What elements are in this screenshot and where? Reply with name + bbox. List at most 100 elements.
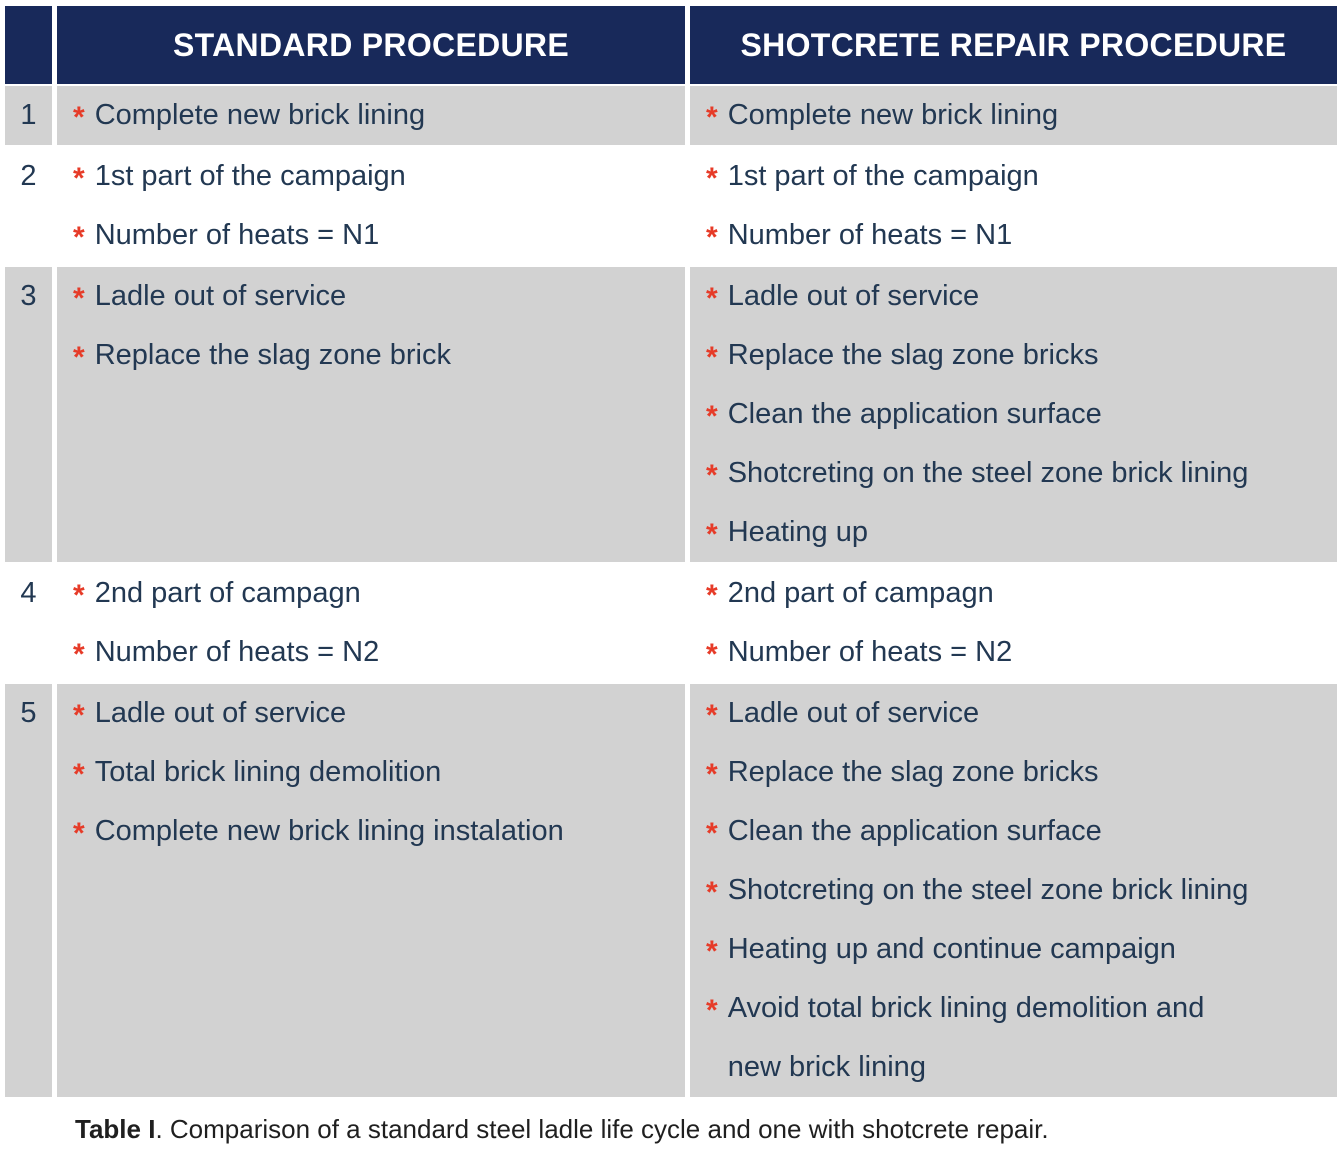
bullet-asterisk: * xyxy=(73,221,85,254)
row-2-standard-cell: * 1st part of the campaign * Number of hea… xyxy=(57,147,685,265)
bullet-asterisk: * xyxy=(706,638,718,671)
bullet-item: * Replace the slag zone bricks xyxy=(706,743,1337,802)
bullet-item: * Number of heats = N2 xyxy=(706,623,1337,682)
bullet-item: * Clean the application surface xyxy=(706,385,1337,444)
bullet-asterisk: * xyxy=(73,101,85,134)
bullet-asterisk: * xyxy=(73,341,85,374)
bullet-asterisk: * xyxy=(706,459,718,492)
bullet-text: 2nd part of campagn xyxy=(94,577,361,609)
bullet-asterisk: * xyxy=(73,579,85,612)
bullet-asterisk: * xyxy=(706,935,718,968)
bullet-text: Avoid total brick lining demolition and … xyxy=(727,992,1205,1083)
bullet-text: Number of heats = N1 xyxy=(727,219,1013,251)
row-3-shotcrete-cell: * Ladle out of service * Replace the slag … xyxy=(690,267,1337,562)
bullet-item: * Heating up and continue campaign xyxy=(706,920,1337,979)
row-4-number: 4 xyxy=(5,564,52,682)
row-3-number: 3 xyxy=(5,267,52,562)
bullet-text: Clean the application surface xyxy=(727,815,1102,847)
bullet-text: Ladle out of service xyxy=(727,280,980,312)
bullet-item: * Number of heats = N1 xyxy=(706,206,1337,265)
bullet-asterisk: * xyxy=(706,699,718,732)
row-5-shotcrete-cell: * Ladle out of service * Replace the slag … xyxy=(690,684,1337,1097)
bullet-asterisk: * xyxy=(73,638,85,671)
bullet-text: Complete new brick lining xyxy=(727,99,1059,131)
bullet-item: * Heating up xyxy=(706,503,1337,562)
bullet-text: Heating up and continue campaign xyxy=(727,933,1176,965)
row-2-shotcrete-cell: * 1st part of the campaign * Number of hea… xyxy=(690,147,1337,265)
bullet-text: Heating up xyxy=(727,516,868,548)
row-1-shotcrete-cell: * Complete new brick lining xyxy=(690,86,1337,145)
bullet-item: * Ladle out of service xyxy=(73,684,685,743)
bullet-item: * 2nd part of campagn xyxy=(73,564,685,623)
bullet-item: * Complete new brick lining xyxy=(706,86,1337,145)
bullet-asterisk: * xyxy=(706,341,718,374)
bullet-text: 1st part of the campaign xyxy=(727,160,1039,192)
bullet-item: * Ladle out of service xyxy=(706,267,1337,326)
bullet-asterisk: * xyxy=(706,758,718,791)
bullet-asterisk: * xyxy=(706,817,718,850)
row-5-number: 5 xyxy=(5,684,52,1097)
bullet-asterisk: * xyxy=(706,282,718,315)
bullet-item: * Replace the slag zone bricks xyxy=(706,326,1337,385)
bullet-text: Replace the slag zone bricks xyxy=(727,339,1099,371)
bullet-item: * Number of heats = N1 xyxy=(73,206,685,265)
bullet-item: * Ladle out of service xyxy=(706,684,1337,743)
bullet-item: * 1st part of the campaign xyxy=(706,147,1337,206)
bullet-text: Total brick lining demolition xyxy=(94,756,442,788)
bullet-asterisk: * xyxy=(706,221,718,254)
bullet-item: * Ladle out of service xyxy=(73,267,685,326)
bullet-text: Complete new brick lining xyxy=(94,99,426,131)
row-1-standard-cell: * Complete new brick lining xyxy=(57,86,685,145)
bullet-item: * Replace the slag zone brick xyxy=(73,326,685,385)
bullet-text: Replace the slag zone bricks xyxy=(727,756,1099,788)
bullet-text: Ladle out of service xyxy=(94,280,347,312)
bullet-asterisk: * xyxy=(73,282,85,315)
header-number-column xyxy=(5,6,52,84)
comparison-table: STANDARD PROCEDURE SHOTCRETE REPAIR PROC… xyxy=(5,6,1337,1097)
bullet-text: Shotcreting on the steel zone brick lini… xyxy=(727,457,1249,489)
bullet-item: * 1st part of the campaign xyxy=(73,147,685,206)
bullet-text: Complete new brick lining instalation xyxy=(94,815,564,847)
bullet-text: Shotcreting on the steel zone brick lini… xyxy=(727,874,1249,906)
header-shotcrete-procedure: SHOTCRETE REPAIR PROCEDURE xyxy=(690,6,1337,84)
bullet-text: Ladle out of service xyxy=(94,697,347,729)
bullet-text: Ladle out of service xyxy=(727,697,980,729)
bullet-item: * 2nd part of campagn xyxy=(706,564,1337,623)
bullet-item: * Shotcreting on the steel zone brick lin… xyxy=(706,444,1337,503)
bullet-item: * Complete new brick lining instalation xyxy=(73,802,685,861)
bullet-asterisk: * xyxy=(73,162,85,195)
bullet-text: 1st part of the campaign xyxy=(94,160,406,192)
bullet-asterisk: * xyxy=(706,579,718,612)
row-2-number: 2 xyxy=(5,147,52,265)
bullet-asterisk: * xyxy=(73,699,85,732)
row-3-standard-cell: * Ladle out of service * Replace the slag … xyxy=(57,267,685,562)
row-4-shotcrete-cell: * 2nd part of campagn * Number of heats = … xyxy=(690,564,1337,682)
bullet-item: * Avoid total brick lining demolition and… xyxy=(706,979,1337,1097)
table-caption-label: Table I xyxy=(75,1114,156,1144)
bullet-asterisk: * xyxy=(706,518,718,551)
bullet-item: * Number of heats = N2 xyxy=(73,623,685,682)
bullet-item: * Complete new brick lining xyxy=(73,86,685,145)
row-5-standard-cell: * Ladle out of service * Total brick linin… xyxy=(57,684,685,1097)
header-standard-procedure: STANDARD PROCEDURE xyxy=(57,6,685,84)
bullet-item: * Shotcreting on the steel zone brick lin… xyxy=(706,861,1337,920)
bullet-text: Number of heats = N2 xyxy=(94,636,380,668)
bullet-item: * Clean the application surface xyxy=(706,802,1337,861)
bullet-text: Number of heats = N1 xyxy=(94,219,380,251)
bullet-asterisk: * xyxy=(73,758,85,791)
bullet-text: Clean the application surface xyxy=(727,398,1102,430)
table-caption: Table I. Comparison of a standard steel … xyxy=(75,1112,1342,1146)
bullet-text: 2nd part of campagn xyxy=(727,577,994,609)
row-1-number: 1 xyxy=(5,86,52,145)
bullet-text: Number of heats = N2 xyxy=(727,636,1013,668)
table-caption-text: . Comparison of a standard steel ladle l… xyxy=(155,1114,1049,1144)
bullet-text: Replace the slag zone brick xyxy=(94,339,451,371)
bullet-asterisk: * xyxy=(706,994,718,1027)
bullet-asterisk: * xyxy=(706,876,718,909)
bullet-asterisk: * xyxy=(706,101,718,134)
bullet-asterisk: * xyxy=(706,162,718,195)
bullet-item: * Total brick lining demolition xyxy=(73,743,685,802)
bullet-asterisk: * xyxy=(706,400,718,433)
bullet-asterisk: * xyxy=(73,817,85,850)
row-4-standard-cell: * 2nd part of campagn * Number of heats = … xyxy=(57,564,685,682)
